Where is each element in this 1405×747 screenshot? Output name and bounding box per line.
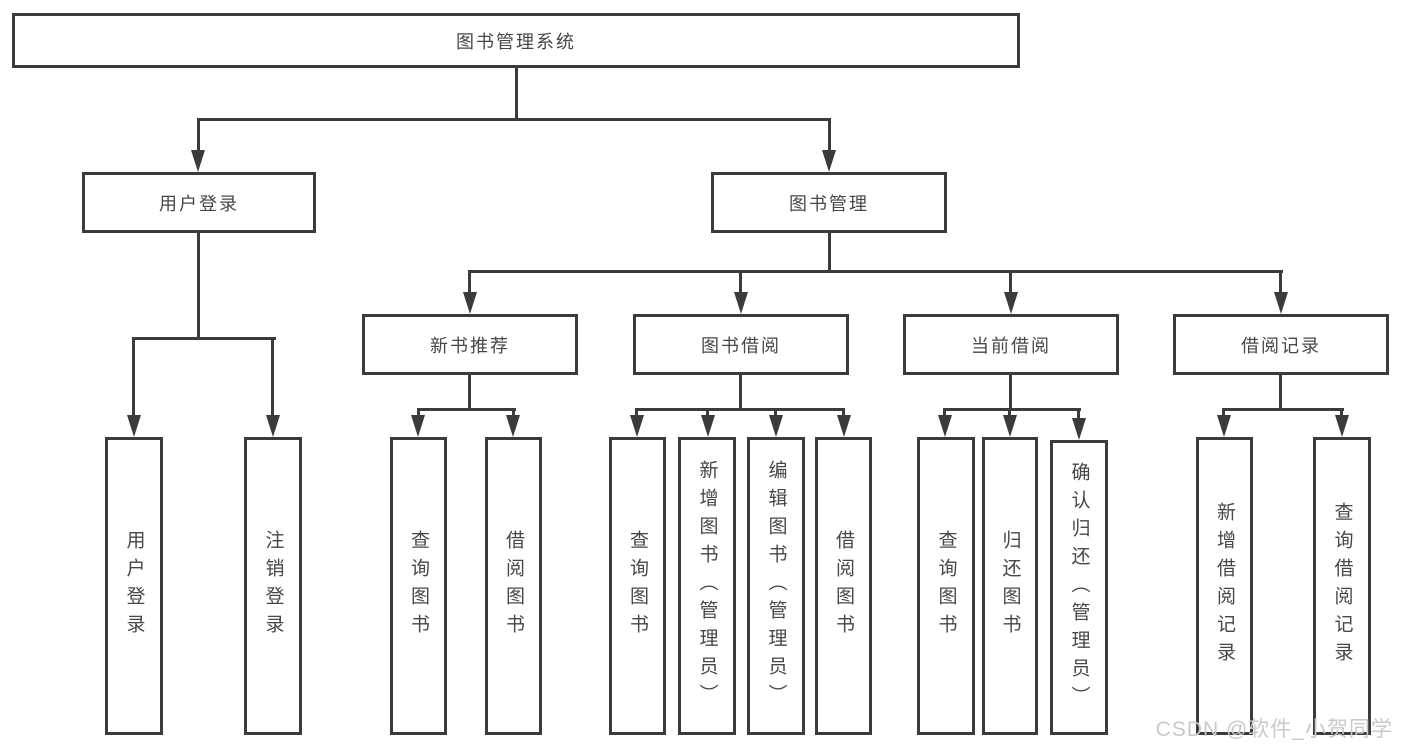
node-leaf-confirm-return-admin: 确认归还（管理员） [1050,440,1108,735]
arrow-down-icon [734,292,748,314]
connector-rail [635,408,845,411]
connector-stem [1008,408,1011,418]
node-leaf-query-books-current: 查询图书 [917,437,975,735]
connector-stem [739,270,742,294]
arrow-down-icon [837,415,851,437]
arrow-down-icon [938,415,952,437]
arrow-down-icon [506,415,520,437]
connector-user-login-rail [132,337,276,340]
connector-stem [1009,375,1012,411]
connector-level2-rail [197,118,831,121]
node-book-borrow: 图书借阅 [633,314,849,375]
node-borrow-records: 借阅记录 [1173,314,1389,375]
connector-stem [271,337,274,417]
connector-stem [943,408,946,418]
node-current-borrow: 当前借阅 [903,314,1119,375]
connector-stem [706,408,709,418]
connector-stem [842,408,845,418]
node-user-login: 用户登录 [82,172,316,233]
connector-rail [417,408,516,411]
node-leaf-add-books-admin: 新增图书（管理员） [678,437,736,735]
connector-stem [132,337,135,417]
node-leaf-borrow-books-recommend: 借阅图书 [485,437,542,735]
node-leaf-add-borrow-record: 新增借阅记录 [1196,437,1253,735]
connector-stem [512,408,515,418]
node-new-book-recommend: 新书推荐 [362,314,578,375]
connector-stem [1009,270,1012,294]
connector-rail [943,408,1081,411]
arrow-down-icon [701,415,715,437]
connector-book-mgmt-stem [828,233,831,273]
node-leaf-query-books-borrow: 查询图书 [609,437,666,735]
connector-stem [739,375,742,411]
arrow-down-icon [411,415,425,437]
connector-stem [1340,408,1343,418]
arrow-down-icon [1335,415,1349,437]
arrow-down-icon [822,150,836,172]
connector-stem [1279,270,1282,294]
node-leaf-logout: 注销登录 [244,437,302,735]
node-leaf-query-borrow-record: 查询借阅记录 [1313,437,1371,735]
connector-stem [417,408,420,418]
connector-stem [468,270,471,294]
arrow-down-icon [1217,415,1231,437]
arrow-down-icon [1274,292,1288,314]
connector-stem-user-login [197,118,200,152]
connector-stem-book-management [828,118,831,152]
arrow-down-icon [1003,415,1017,437]
arrow-down-icon [463,292,477,314]
connector-rail [1222,408,1344,411]
connector-stem [468,375,471,411]
arrow-down-icon [191,150,205,172]
node-leaf-return-books: 归还图书 [982,437,1038,735]
connector-stem [1222,408,1225,418]
connector-stem [635,408,638,418]
csdn-watermark: CSDN @软件_小贺同学 [1155,718,1393,741]
arrow-down-icon [266,415,280,437]
node-book-management: 图书管理 [711,172,947,233]
connector-root-stem [515,68,518,120]
arrow-down-icon [1072,418,1086,440]
connector-stem [774,408,777,418]
connector-user-login-stem [197,233,200,340]
arrow-down-icon [630,415,644,437]
node-leaf-edit-books-admin: 编辑图书（管理员） [747,437,805,735]
node-leaf-borrow-books: 借阅图书 [815,437,872,735]
node-leaf-query-books-recommend: 查询图书 [390,437,447,735]
node-leaf-user-login: 用户登录 [105,437,163,735]
arrow-down-icon [769,415,783,437]
arrow-down-icon [127,415,141,437]
connector-stem [1077,408,1080,418]
arrow-down-icon [1004,292,1018,314]
connector-stem [1279,375,1282,411]
connector-level3-rail [468,270,1283,273]
node-library-management-system: 图书管理系统 [12,13,1020,68]
